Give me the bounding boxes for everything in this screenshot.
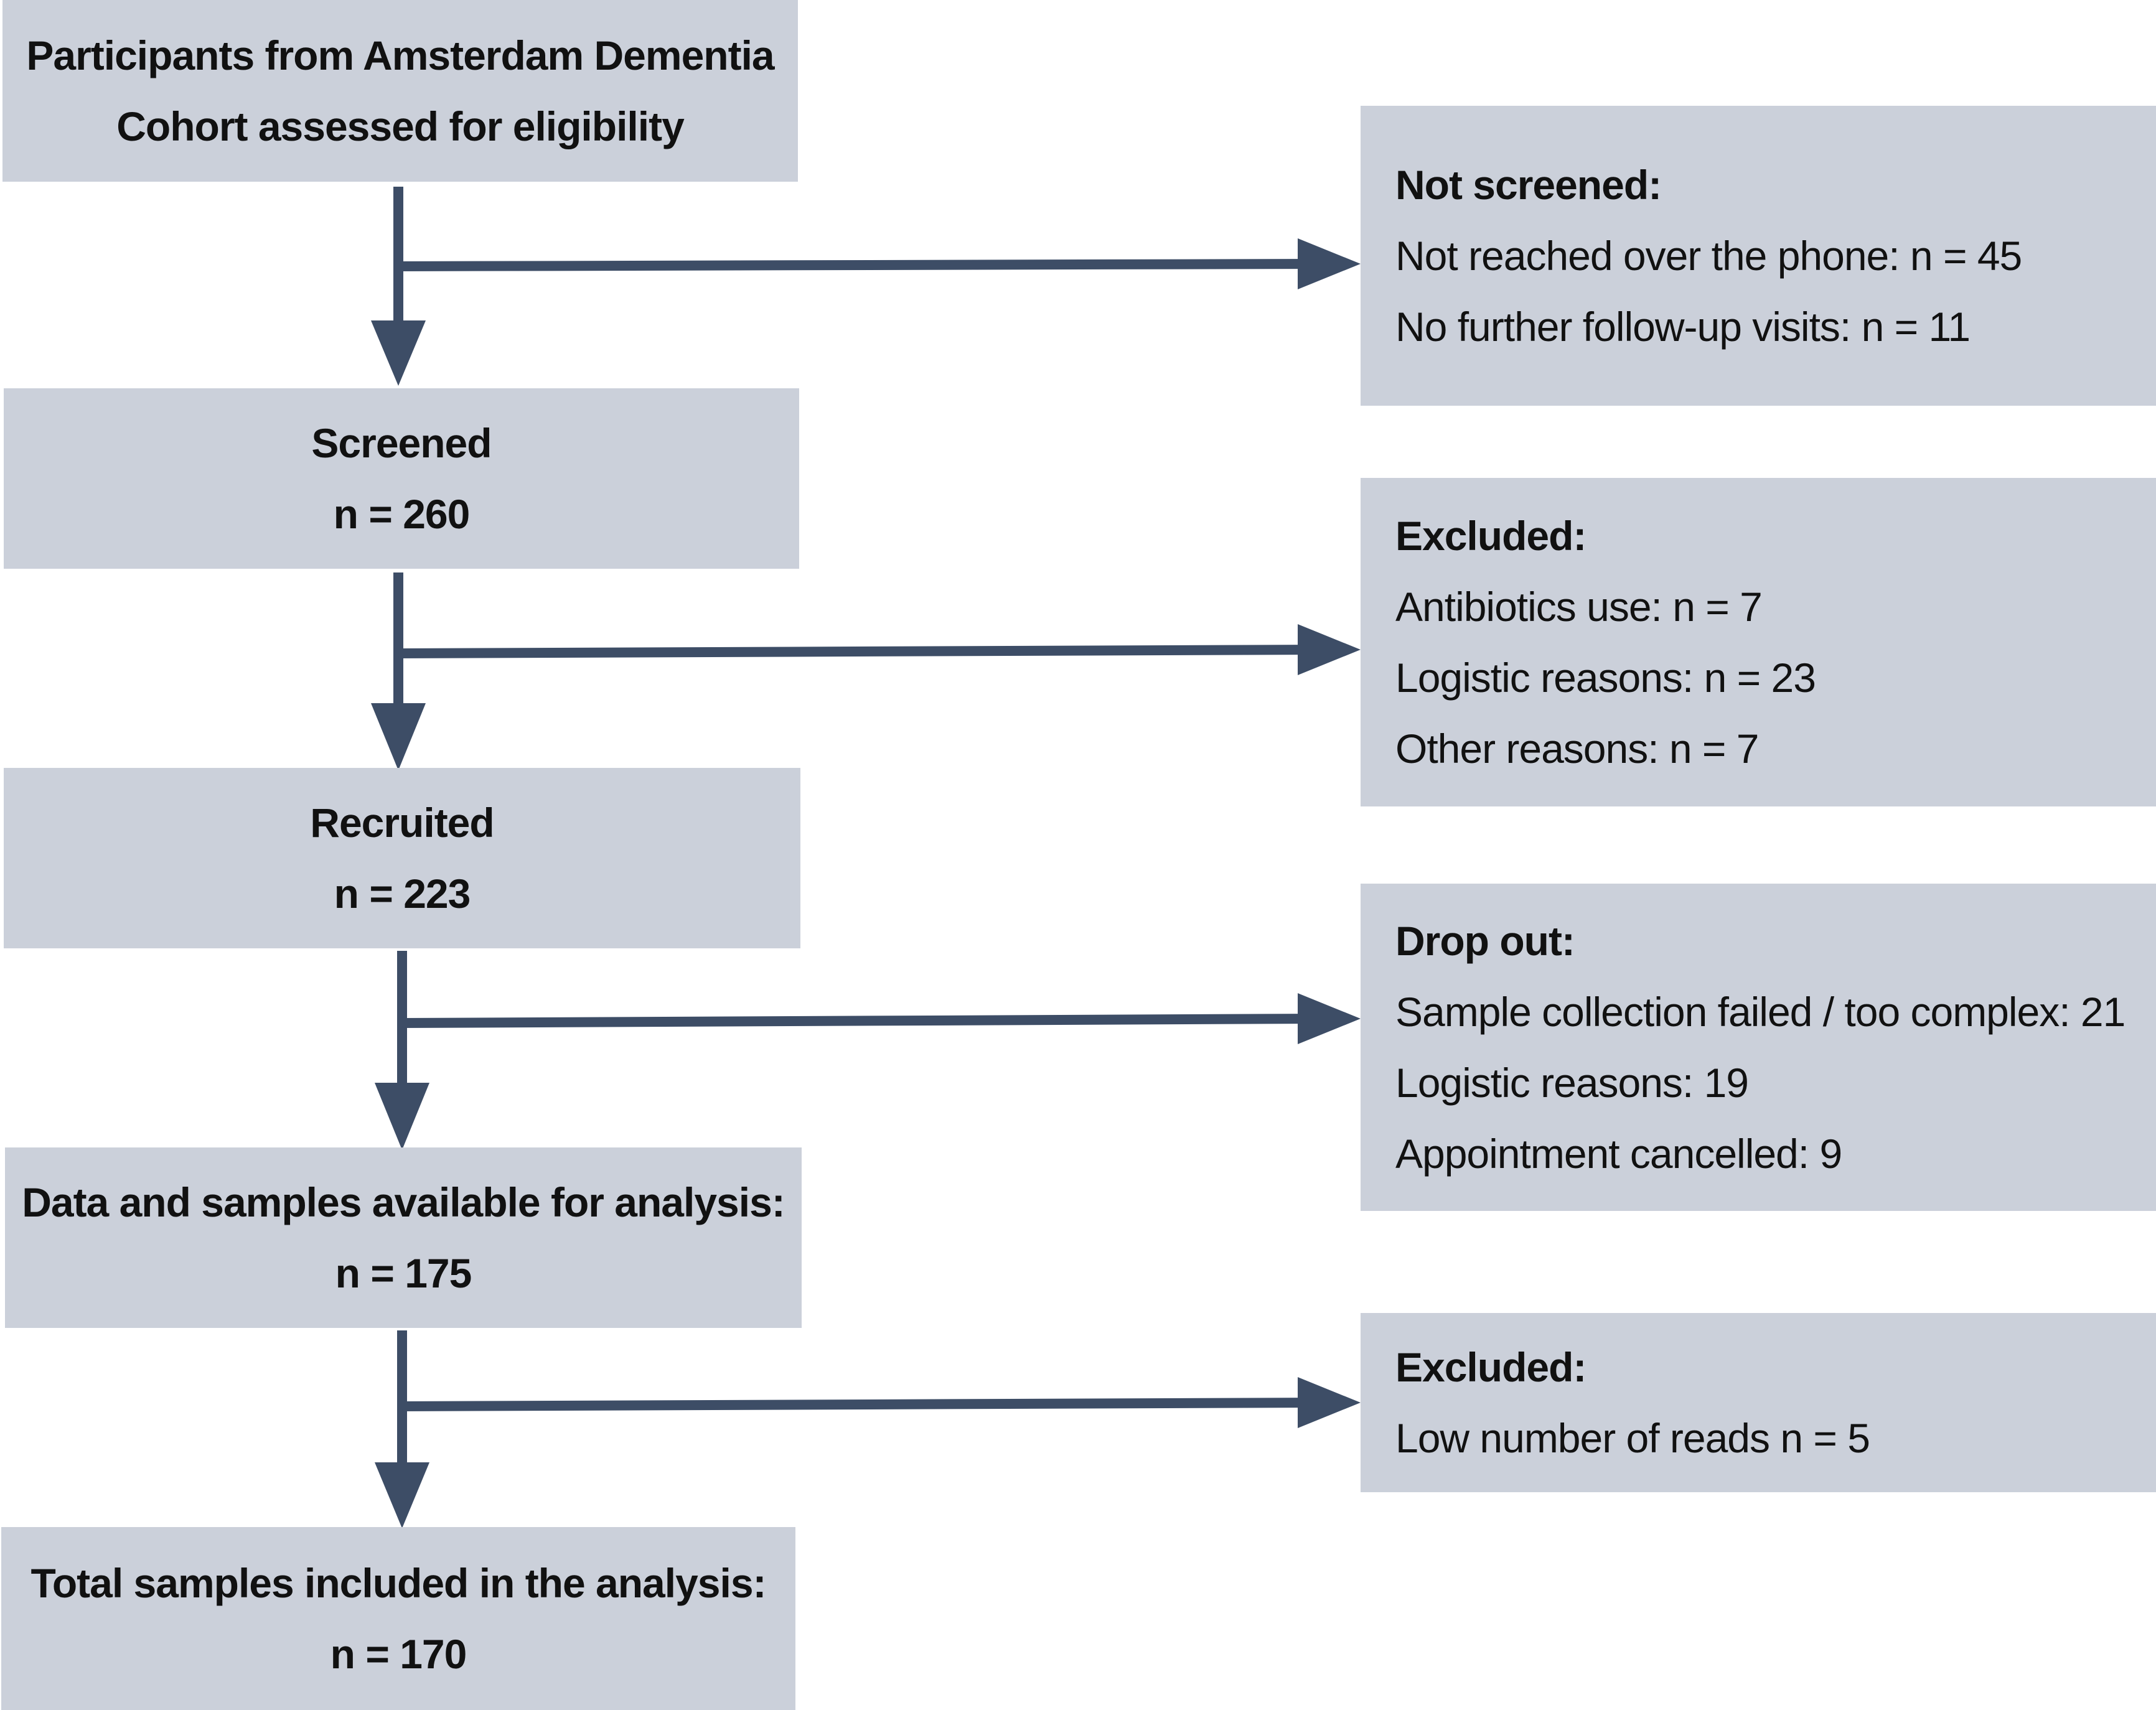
exclusion-box-excluded-1: Excluded: Antibiotics use: n = 7 Logisti…	[1361, 478, 2156, 806]
exclusion-item: Other reasons: n = 7	[1395, 726, 1760, 772]
exclusion-box-drop-out: Drop out: Sample collection failed / too…	[1361, 884, 2156, 1211]
flow-box-assessed-line-2: Cohort assessed for eligibility	[116, 103, 685, 149]
exclusion-item: Sample collection failed / too complex: …	[1395, 989, 2126, 1035]
exclusion-item: Antibiotics use: n = 7	[1395, 584, 1763, 630]
arrowhead-down-4	[375, 1462, 429, 1528]
exclusion-item: Logistic reasons: 19	[1395, 1060, 1749, 1106]
flow-box-available: Data and samples available for analysis:…	[5, 1147, 802, 1328]
flow-box-recruited: Recruited n = 223	[4, 768, 800, 948]
flow-box-included: Total samples included in the analysis: …	[1, 1527, 795, 1710]
connector-right-3	[401, 1014, 1320, 1028]
exclusion-heading: Not screened:	[1395, 162, 1662, 208]
flow-box-available-title: Data and samples available for analysis:	[22, 1179, 785, 1225]
flow-box-screened-count: n = 260	[333, 491, 471, 537]
arrowhead-right-3	[1298, 993, 1361, 1044]
arrowhead-down-2	[371, 703, 426, 770]
exclusion-item: Low number of reads n = 5	[1395, 1415, 1870, 1461]
exclusion-box-excluded-2: Excluded: Low number of reads n = 5	[1361, 1313, 2156, 1492]
exclusion-item: Appointment cancelled: 9	[1395, 1131, 1842, 1177]
arrowhead-down-3	[375, 1083, 429, 1150]
flow-box-available-count: n = 175	[335, 1250, 472, 1296]
arrowhead-right-4	[1298, 1377, 1361, 1428]
flow-box-recruited-title: Recruited	[310, 800, 494, 846]
exclusion-box-not-screened: Not screened: Not reached over the phone…	[1361, 106, 2156, 406]
flow-box-screened-title: Screened	[311, 420, 492, 466]
exclusion-item: Logistic reasons: n = 23	[1395, 655, 1816, 701]
exclusion-heading: Excluded:	[1395, 1344, 1587, 1390]
exclusion-item: Not reached over the phone: n = 45	[1395, 233, 2022, 279]
connector-right-4	[401, 1398, 1320, 1411]
flow-box-screened: Screened n = 260	[4, 388, 799, 569]
exclusion-heading: Drop out:	[1395, 918, 1575, 964]
flow-box-assessed-line-1: Participants from Amsterdam Dementia	[26, 32, 774, 78]
exclusion-item: No further follow-up visits: n = 11	[1395, 304, 1971, 350]
flow-box-included-title: Total samples included in the analysis:	[30, 1560, 766, 1606]
arrowhead-down-1	[371, 320, 426, 386]
connector-right-1	[398, 259, 1320, 271]
arrowhead-right-2	[1298, 624, 1361, 675]
flow-box-recruited-count: n = 223	[334, 871, 471, 917]
flow-box-assessed: Participants from Amsterdam Dementia Coh…	[2, 0, 798, 182]
flow-box-included-count: n = 170	[330, 1631, 467, 1677]
arrowhead-right-1	[1298, 238, 1361, 289]
exclusion-heading: Excluded:	[1395, 513, 1587, 559]
connector-right-2	[398, 645, 1320, 658]
